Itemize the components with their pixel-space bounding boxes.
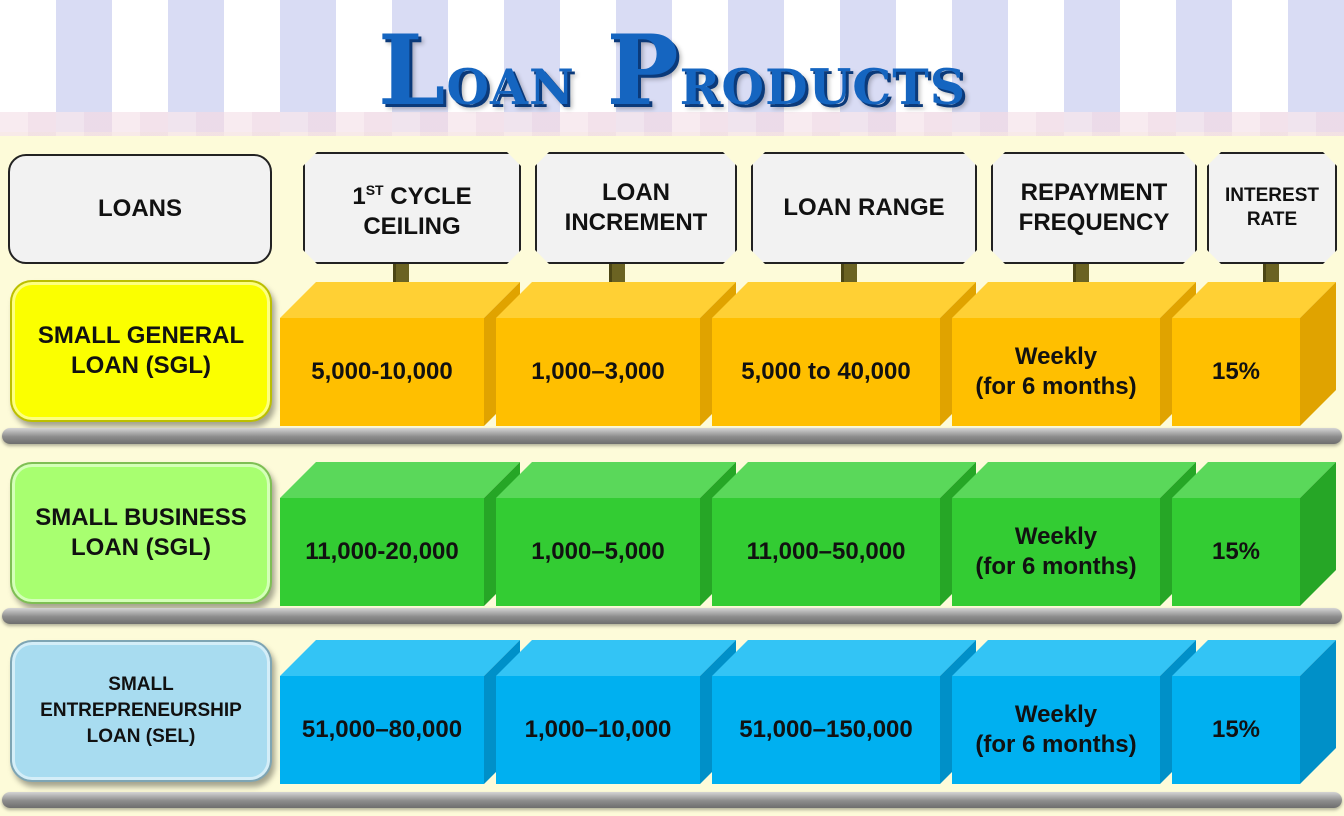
cell-box: 11,000-20,000 bbox=[280, 462, 520, 606]
cell-value: 15% bbox=[1172, 498, 1300, 606]
shelf bbox=[2, 428, 1342, 444]
cell-box: 1,000–3,000 bbox=[496, 282, 736, 426]
cell-box: 15% bbox=[1172, 282, 1336, 426]
cell-value: Weekly(for 6 months) bbox=[952, 676, 1160, 784]
cell-box: 1,000–10,000 bbox=[496, 640, 736, 784]
awning-edge bbox=[0, 112, 1344, 136]
cell-box: 1,000–5,000 bbox=[496, 462, 736, 606]
cell-box: 51,000–80,000 bbox=[280, 640, 520, 784]
page-title: Loan Products bbox=[377, 14, 967, 127]
awning-background bbox=[0, 0, 1344, 132]
cell-box: 15% bbox=[1172, 462, 1336, 606]
cell-value: 15% bbox=[1172, 676, 1300, 784]
cell-box: 51,000–150,000 bbox=[712, 640, 976, 784]
shelf bbox=[2, 792, 1342, 808]
header-loan-range: LOAN RANGE bbox=[751, 152, 977, 264]
cell-value: 1,000–5,000 bbox=[496, 498, 700, 606]
header-loans: LOANS bbox=[8, 154, 272, 264]
cell-value: 11,000-20,000 bbox=[280, 498, 484, 606]
cell-value: 1,000–10,000 bbox=[496, 676, 700, 784]
cell-value: 5,000-10,000 bbox=[280, 318, 484, 426]
cell-value: 11,000–50,000 bbox=[712, 498, 940, 606]
cell-box: Weekly(for 6 months) bbox=[952, 462, 1196, 606]
cell-box: 11,000–50,000 bbox=[712, 462, 976, 606]
cell-value: 51,000–80,000 bbox=[280, 676, 484, 784]
cell-box: 15% bbox=[1172, 640, 1336, 784]
cell-box: Weekly(for 6 months) bbox=[952, 282, 1196, 426]
cell-box: Weekly(for 6 months) bbox=[952, 640, 1196, 784]
cell-value: Weekly(for 6 months) bbox=[952, 498, 1160, 606]
cell-value: 51,000–150,000 bbox=[712, 676, 940, 784]
cell-box: 5,000 to 40,000 bbox=[712, 282, 976, 426]
cell-box: 5,000-10,000 bbox=[280, 282, 520, 426]
cell-value: 15% bbox=[1172, 318, 1300, 426]
shelf bbox=[2, 608, 1342, 624]
cell-value: 1,000–3,000 bbox=[496, 318, 700, 426]
cell-value: 5,000 to 40,000 bbox=[712, 318, 940, 426]
cell-value: Weekly(for 6 months) bbox=[952, 318, 1160, 426]
